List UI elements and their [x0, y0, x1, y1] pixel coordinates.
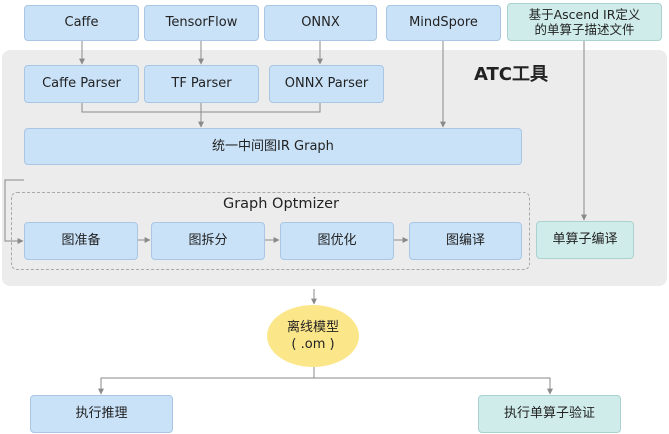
framework-tensorflow: TensorFlow — [144, 5, 259, 41]
framework-caffe: Caffe — [24, 5, 139, 41]
tf-parser: TF Parser — [144, 65, 259, 103]
atc-title: ATC工具 — [474, 64, 549, 85]
framework-onnx: ONNX — [264, 5, 377, 41]
step-graph-prepare: 图准备 — [24, 222, 138, 260]
caffe-parser: Caffe Parser — [24, 65, 139, 103]
graph-optimizer-region — [11, 192, 530, 270]
ascend-ir-single-op-desc: 基于Ascend IR定义 的单算子描述文件 — [507, 3, 662, 41]
onnx-parser: ONNX Parser — [269, 65, 384, 103]
ir-graph: 统一中间图IR Graph — [24, 128, 522, 165]
step-graph-split: 图拆分 — [151, 222, 265, 260]
offline-model-line2: ( .om ) — [291, 337, 335, 352]
step-graph-optimize: 图优化 — [280, 222, 394, 260]
run-single-op-verification: 执行单算子验证 — [478, 395, 621, 433]
ascend-ir-line1: 基于Ascend IR定义 — [528, 7, 641, 22]
framework-mindspore: MindSpore — [386, 5, 501, 41]
graph-optimizer-title: Graph Optmizer — [222, 196, 340, 212]
single-op-compile: 单算子编译 — [536, 221, 634, 259]
offline-model-line1: 离线模型 — [286, 320, 339, 335]
step-graph-compile: 图编译 — [409, 222, 522, 260]
offline-model-om: 离线模型 ( .om ) — [267, 305, 359, 367]
ascend-ir-line2: 的单算子描述文件 — [534, 22, 635, 37]
run-inference: 执行推理 — [30, 395, 173, 433]
